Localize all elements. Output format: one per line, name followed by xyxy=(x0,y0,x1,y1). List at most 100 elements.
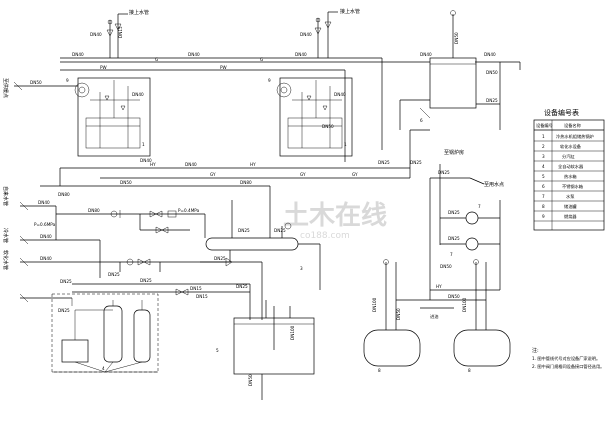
watermark-en: co188.com xyxy=(300,231,350,241)
oil-tank-left-number: 8 xyxy=(378,368,381,373)
svg-text:HY: HY xyxy=(150,162,156,167)
svg-text:G: G xyxy=(155,57,158,62)
svg-text:DN25: DN25 xyxy=(108,272,120,277)
boiler-right-number: 1 xyxy=(344,142,347,147)
watermark-cn: 土木在线 xyxy=(283,201,387,231)
legend-row-no: 2 xyxy=(542,144,545,149)
legend-row-name: 分汽缸 xyxy=(562,153,575,160)
roof-tap-right xyxy=(314,11,338,58)
svg-text:HY: HY xyxy=(250,162,256,167)
legend-row-no: 8 xyxy=(542,204,545,209)
legend-row-name: 热水箱 xyxy=(564,173,577,180)
legend-row-name: 不锈钢水箱 xyxy=(562,183,583,190)
legend-header-name: 设备名称 xyxy=(564,122,581,129)
oil-tank-right-number: 8 xyxy=(468,368,471,373)
header-number: 3 xyxy=(300,266,303,271)
legend-header-no: 设备编号 xyxy=(536,122,553,129)
legend-row-name: 水泵 xyxy=(566,193,574,199)
distribution-header xyxy=(204,186,321,290)
hot-tank-number: 5 xyxy=(216,348,219,353)
pump-lower-number: 7 xyxy=(450,252,453,257)
legend-row-no: 4 xyxy=(542,164,545,169)
svg-text:DN80: DN80 xyxy=(88,208,100,213)
svg-text:DN50: DN50 xyxy=(454,32,459,44)
svg-text:DN50: DN50 xyxy=(448,294,460,299)
svg-text:DN15: DN15 xyxy=(196,294,208,299)
svg-text:DN40: DN40 xyxy=(132,92,144,97)
top-pipes xyxy=(60,57,521,162)
legend-row-name: 燃烧器 xyxy=(564,213,577,220)
cold-water-label: 冷水管 xyxy=(2,228,9,243)
svg-text:DN80: DN80 xyxy=(58,192,70,197)
supply-point-label: 至用水点 xyxy=(484,181,504,188)
svg-text:DN40: DN40 xyxy=(188,52,200,57)
svg-text:DN25: DN25 xyxy=(236,284,248,289)
legend-row-name: 储油罐 xyxy=(564,203,577,210)
burner-left-number: 9 xyxy=(66,78,69,83)
oil-tank-right xyxy=(453,259,511,367)
boiler-left xyxy=(74,77,151,157)
legend-row-no: 7 xyxy=(542,194,545,199)
svg-text:DN40: DN40 xyxy=(40,256,52,261)
boiler-right xyxy=(276,77,353,157)
pressure-label-1: P=0.6MPa xyxy=(34,222,56,227)
svg-text:DN25: DN25 xyxy=(238,228,250,233)
oil-line xyxy=(396,250,501,309)
svg-text:DN40: DN40 xyxy=(484,52,496,57)
svg-text:DN25: DN25 xyxy=(60,279,72,284)
legend-table xyxy=(533,119,605,231)
svg-text:DN25: DN25 xyxy=(58,308,70,313)
watermark: 土木在线 co188.com xyxy=(283,201,387,241)
svg-text:DN40: DN40 xyxy=(185,162,197,167)
softened-water-label: 软化水管 xyxy=(2,250,9,270)
svg-text:GY: GY xyxy=(300,172,306,177)
svg-text:DN40: DN40 xyxy=(40,234,52,239)
water-supply-label: 自来水管 xyxy=(2,186,9,206)
svg-text:DN50: DN50 xyxy=(440,264,452,269)
svg-text:DN25: DN25 xyxy=(410,160,422,165)
svg-text:进油: 进油 xyxy=(430,313,438,320)
svg-text:DN40: DN40 xyxy=(300,32,312,37)
legend-row-name: 全自动软水器 xyxy=(558,163,584,170)
valve-cluster xyxy=(55,206,205,240)
svg-text:DN15: DN15 xyxy=(118,26,123,38)
legend-row-no: 5 xyxy=(542,174,545,179)
svg-text:DN25: DN25 xyxy=(438,170,450,175)
svg-text:DN100: DN100 xyxy=(462,297,467,312)
svg-text:DN40: DN40 xyxy=(38,200,50,205)
water-softener xyxy=(51,293,159,373)
roof-tap-left xyxy=(106,13,128,58)
svg-text:GY: GY xyxy=(210,172,216,177)
legend-row-no: 3 xyxy=(542,154,545,159)
svg-text:DN50: DN50 xyxy=(120,180,132,185)
svg-text:DN40: DN40 xyxy=(420,52,432,57)
legend-row-name: 冷热水机组储热锅炉 xyxy=(556,133,594,140)
notes-heading: 注: xyxy=(532,347,539,354)
svg-text:DN50: DN50 xyxy=(396,308,401,320)
pump-upper xyxy=(440,200,501,250)
svg-text:DN40: DN40 xyxy=(140,158,152,163)
roof-tap-right-label: 接上水管 xyxy=(340,8,360,15)
stainless-tank xyxy=(399,10,500,130)
hot-water-tank xyxy=(233,300,315,400)
svg-text:DN25: DN25 xyxy=(140,278,152,283)
svg-text:DN40: DN40 xyxy=(72,52,84,57)
svg-text:PW: PW xyxy=(100,65,107,70)
svg-text:DN25: DN25 xyxy=(448,236,460,241)
boiler-left-number: 1 xyxy=(142,142,145,147)
legend-title: 设备编号表 xyxy=(544,108,579,117)
svg-text:DN25: DN25 xyxy=(486,98,498,103)
svg-text:DN50: DN50 xyxy=(486,70,498,75)
pressure-label-2: P=0.4MPa xyxy=(178,208,200,213)
pump-upper-number: 7 xyxy=(478,204,481,209)
roof-tap-left-label: 接上水管 xyxy=(129,9,149,16)
mid-pipes xyxy=(40,129,430,187)
svg-text:GY: GY xyxy=(352,172,358,177)
svg-text:DN100: DN100 xyxy=(290,325,295,340)
svg-text:DN25: DN25 xyxy=(274,228,286,233)
svg-text:DN50: DN50 xyxy=(248,374,253,386)
svg-text:DN25: DN25 xyxy=(378,160,390,165)
legend-row-no: 1 xyxy=(542,134,545,139)
